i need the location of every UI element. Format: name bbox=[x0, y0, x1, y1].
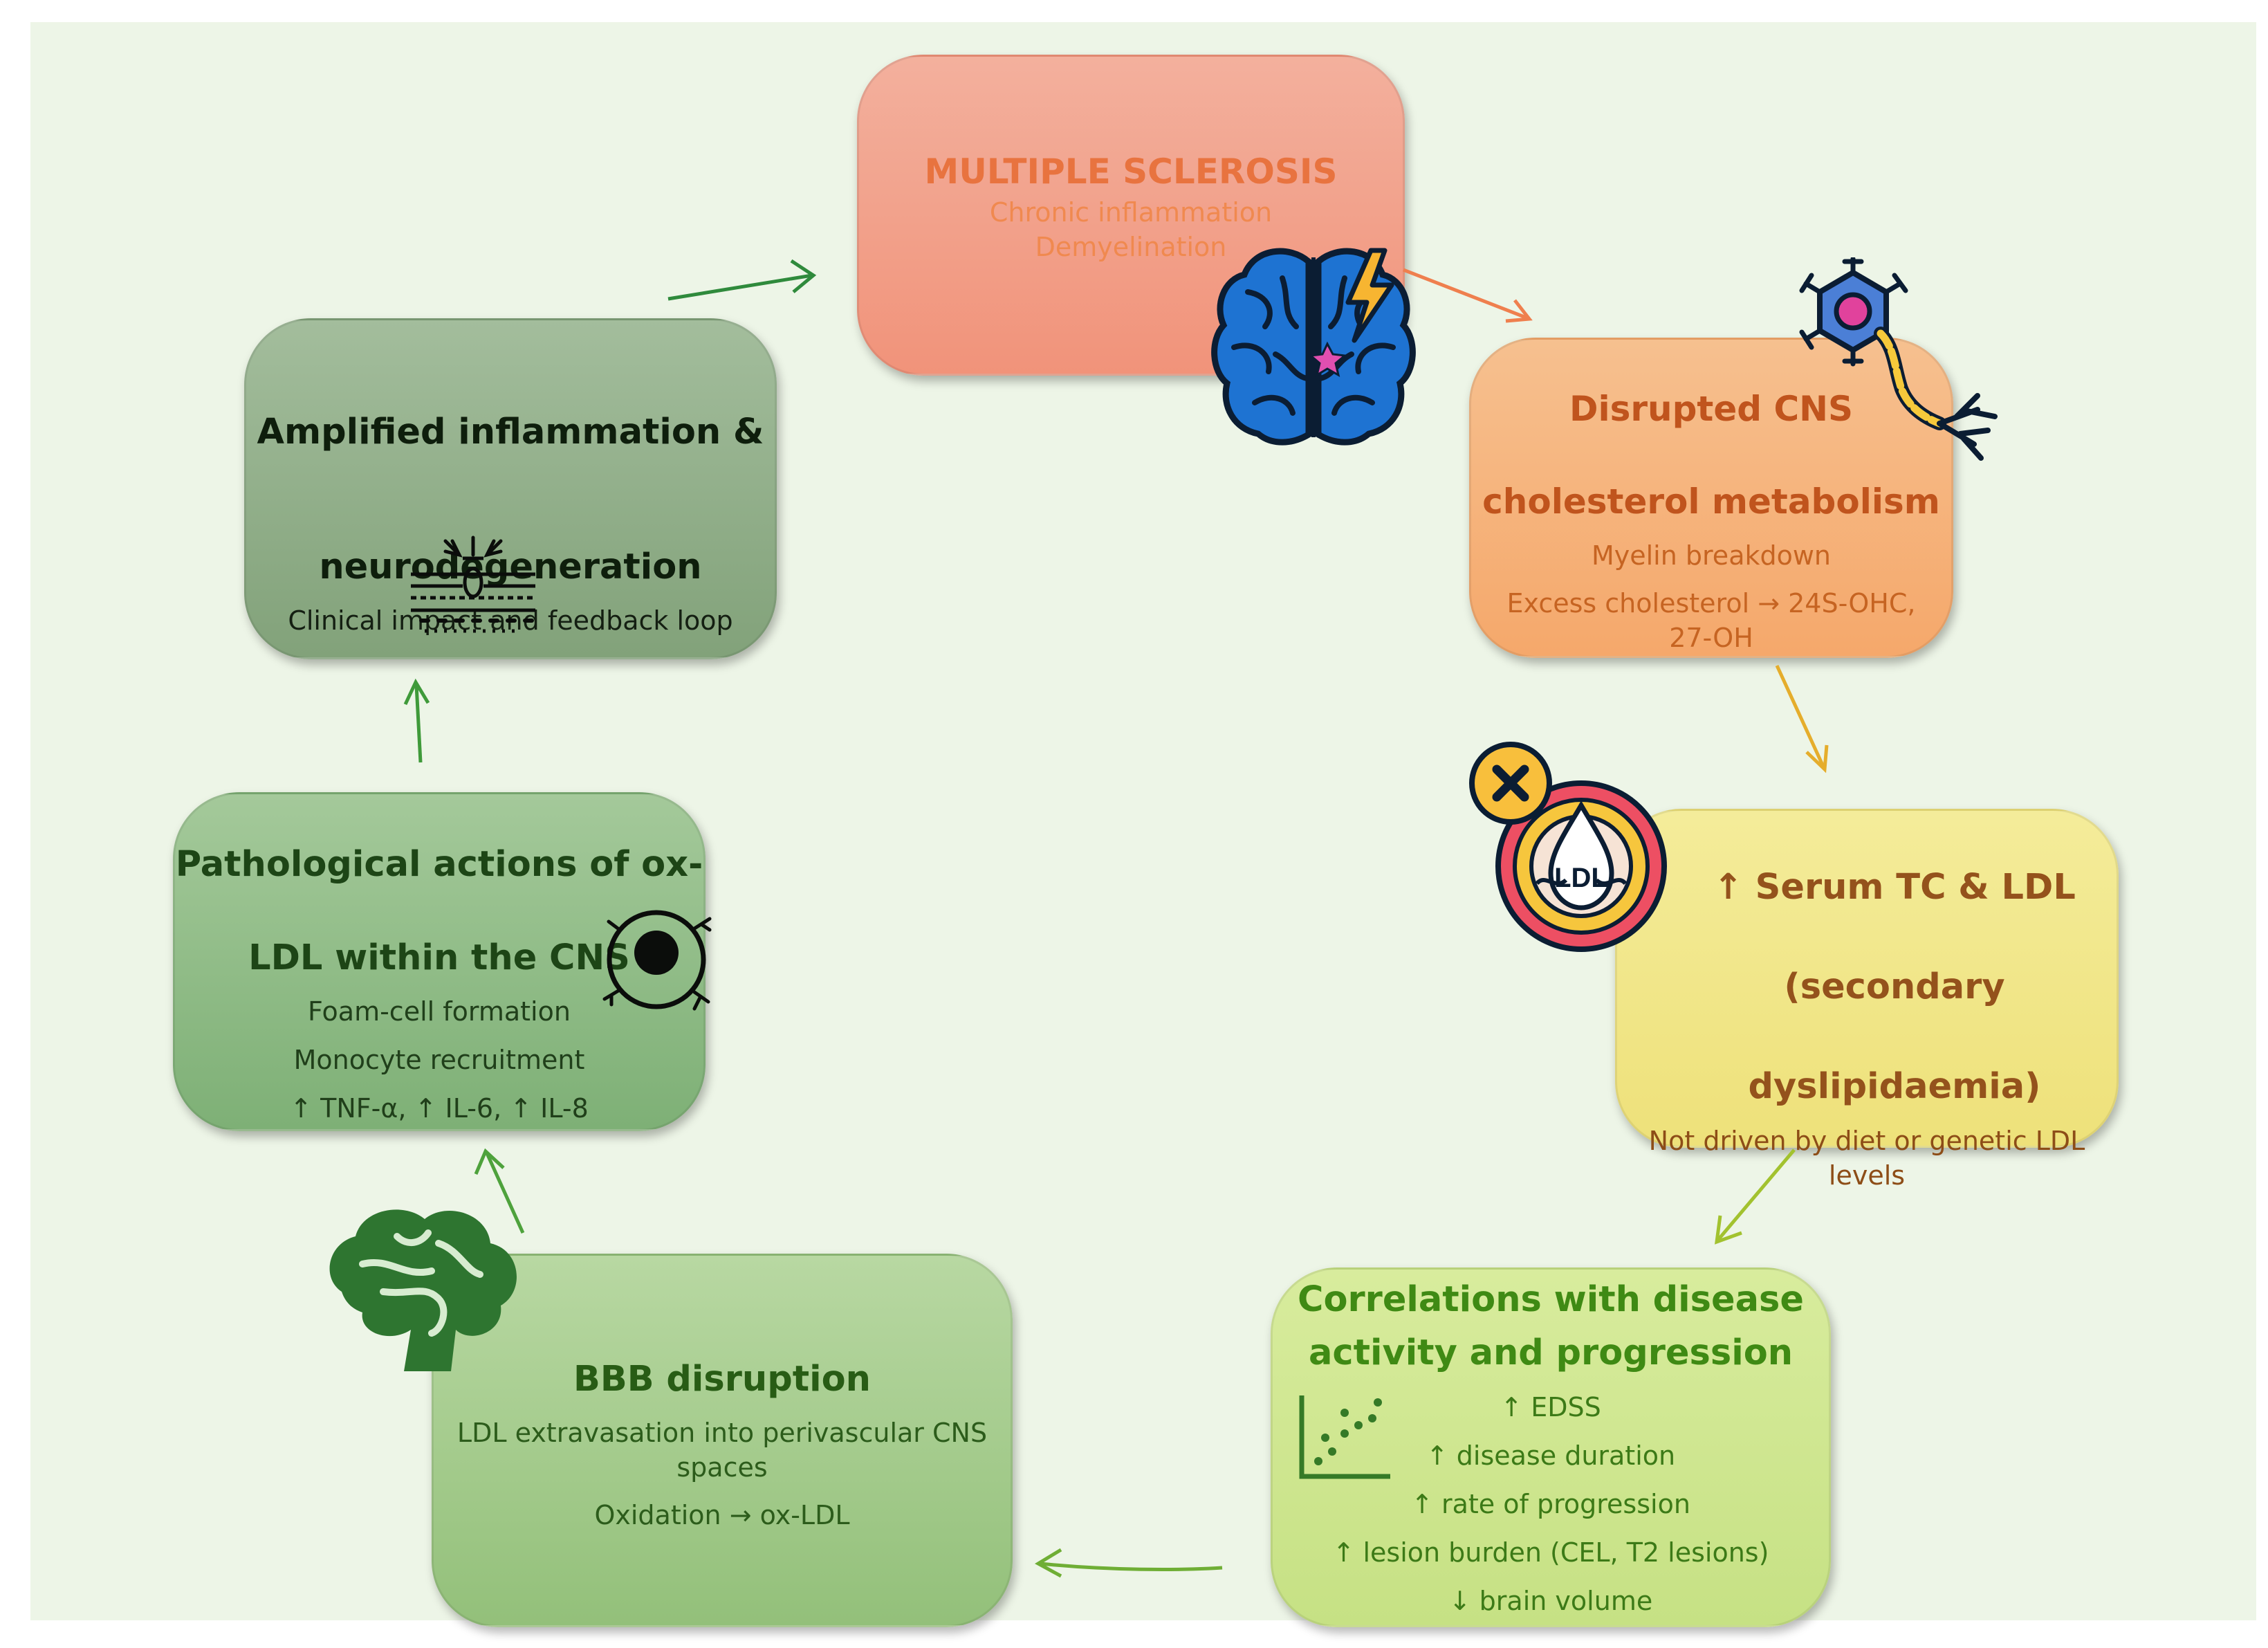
corr-line-3: ↑ rate of progression bbox=[1411, 1489, 1690, 1519]
ldl-line-2: levels bbox=[1828, 1160, 1906, 1191]
brain-lightning-icon bbox=[1211, 248, 1416, 446]
cns-line-3: 27-OH bbox=[1669, 623, 1753, 653]
amplified-box: Amplified inflammation & neurodegenerati… bbox=[244, 318, 777, 659]
path-line-3: ↑ TNF-α, ↑ IL-6, ↑ IL-8 bbox=[290, 1093, 589, 1124]
scatter-plot-icon bbox=[1299, 1395, 1390, 1479]
bbb-line-2: spaces bbox=[676, 1452, 768, 1483]
arrow-ldl-to-corr bbox=[1714, 1148, 1796, 1245]
path-line-1: Foam-cell formation bbox=[308, 996, 571, 1027]
amp-title-line-2: neurodegeneration bbox=[319, 547, 702, 587]
amp-title-line-1: Amplified inflammation & bbox=[257, 412, 764, 452]
path-title-line-2: LDL within the CNS bbox=[248, 937, 630, 978]
cns-box: Disrupted CNS cholesterol metabolism Mye… bbox=[1469, 338, 1953, 658]
ldl-title-line-3: dyslipidaemia) bbox=[1748, 1066, 2041, 1107]
path-line-2: Monocyte recruitment bbox=[293, 1045, 585, 1075]
bbb-line-1: LDL extravasation into perivascular CNS bbox=[457, 1418, 988, 1448]
ms-line-2: Demyelination bbox=[1035, 232, 1227, 262]
arrow-path-to-amp bbox=[403, 678, 430, 763]
arrow-corr-to-bbb bbox=[1034, 1548, 1223, 1578]
diagram-canvas: MULTIPLE SCLEROSIS Chronic inflammation … bbox=[30, 22, 2256, 1627]
ldl-box: ↑ Serum TC & LDL (secondary dyslipidaemi… bbox=[1615, 809, 2119, 1191]
path-title-line-1: Pathological actions of ox- bbox=[175, 844, 703, 885]
ms-line-1: Chronic inflammation bbox=[989, 197, 1273, 228]
corr-line-5: ↓ brain volume bbox=[1448, 1586, 1653, 1616]
ms-title: MULTIPLE SCLEROSIS bbox=[924, 152, 1338, 192]
ldl-drop-icon: LDL bbox=[1469, 742, 1667, 952]
arrow-amp-to-ms bbox=[667, 259, 817, 301]
corr-title-line-1: Correlations with disease bbox=[1298, 1279, 1804, 1320]
cns-line-2: Excess cholesterol → 24S-OHC, bbox=[1506, 588, 1916, 619]
ldl-icon-label: LDL bbox=[1554, 863, 1608, 893]
ldl-title-line-1: ↑ Serum TC & LDL bbox=[1713, 867, 2076, 908]
tissue-layer-icon bbox=[411, 535, 535, 633]
ldl-title-line-2: (secondary bbox=[1784, 967, 2005, 1007]
pathological-box: Pathological actions of ox- LDL within t… bbox=[173, 792, 706, 1131]
neuron-icon bbox=[1799, 257, 1998, 461]
corr-title-line-2: activity and progression bbox=[1308, 1333, 1794, 1373]
ms-box: MULTIPLE SCLEROSIS Chronic inflammation … bbox=[857, 55, 1405, 376]
cns-line-1: Myelin breakdown bbox=[1591, 540, 1832, 571]
bbb-title: BBB disruption bbox=[573, 1359, 871, 1400]
ldl-line-1: Not driven by diet or genetic LDL bbox=[1648, 1126, 2085, 1156]
bbb-box: BBB disruption LDL extravasation into pe… bbox=[432, 1254, 1013, 1627]
brain-vessels-icon bbox=[329, 1209, 517, 1371]
correlations-box: Correlations with disease activity and p… bbox=[1271, 1267, 1831, 1627]
corr-line-4: ↑ lesion burden (CEL, T2 lesions) bbox=[1332, 1537, 1769, 1568]
cns-title-line-2: cholesterol metabolism bbox=[1482, 482, 1940, 522]
foam-cell-icon bbox=[602, 910, 712, 1011]
corr-line-1: ↑ EDSS bbox=[1500, 1392, 1601, 1422]
cns-title-line-1: Disrupted CNS bbox=[1569, 389, 1853, 429]
arrow-ms-to-cns bbox=[1403, 268, 1533, 323]
corr-line-2: ↑ disease duration bbox=[1426, 1440, 1676, 1471]
arrow-bbb-to-path bbox=[474, 1148, 525, 1234]
arrow-cns-to-ldl bbox=[1775, 664, 1829, 773]
bbb-line-3: Oxidation → ox-LDL bbox=[594, 1500, 850, 1530]
